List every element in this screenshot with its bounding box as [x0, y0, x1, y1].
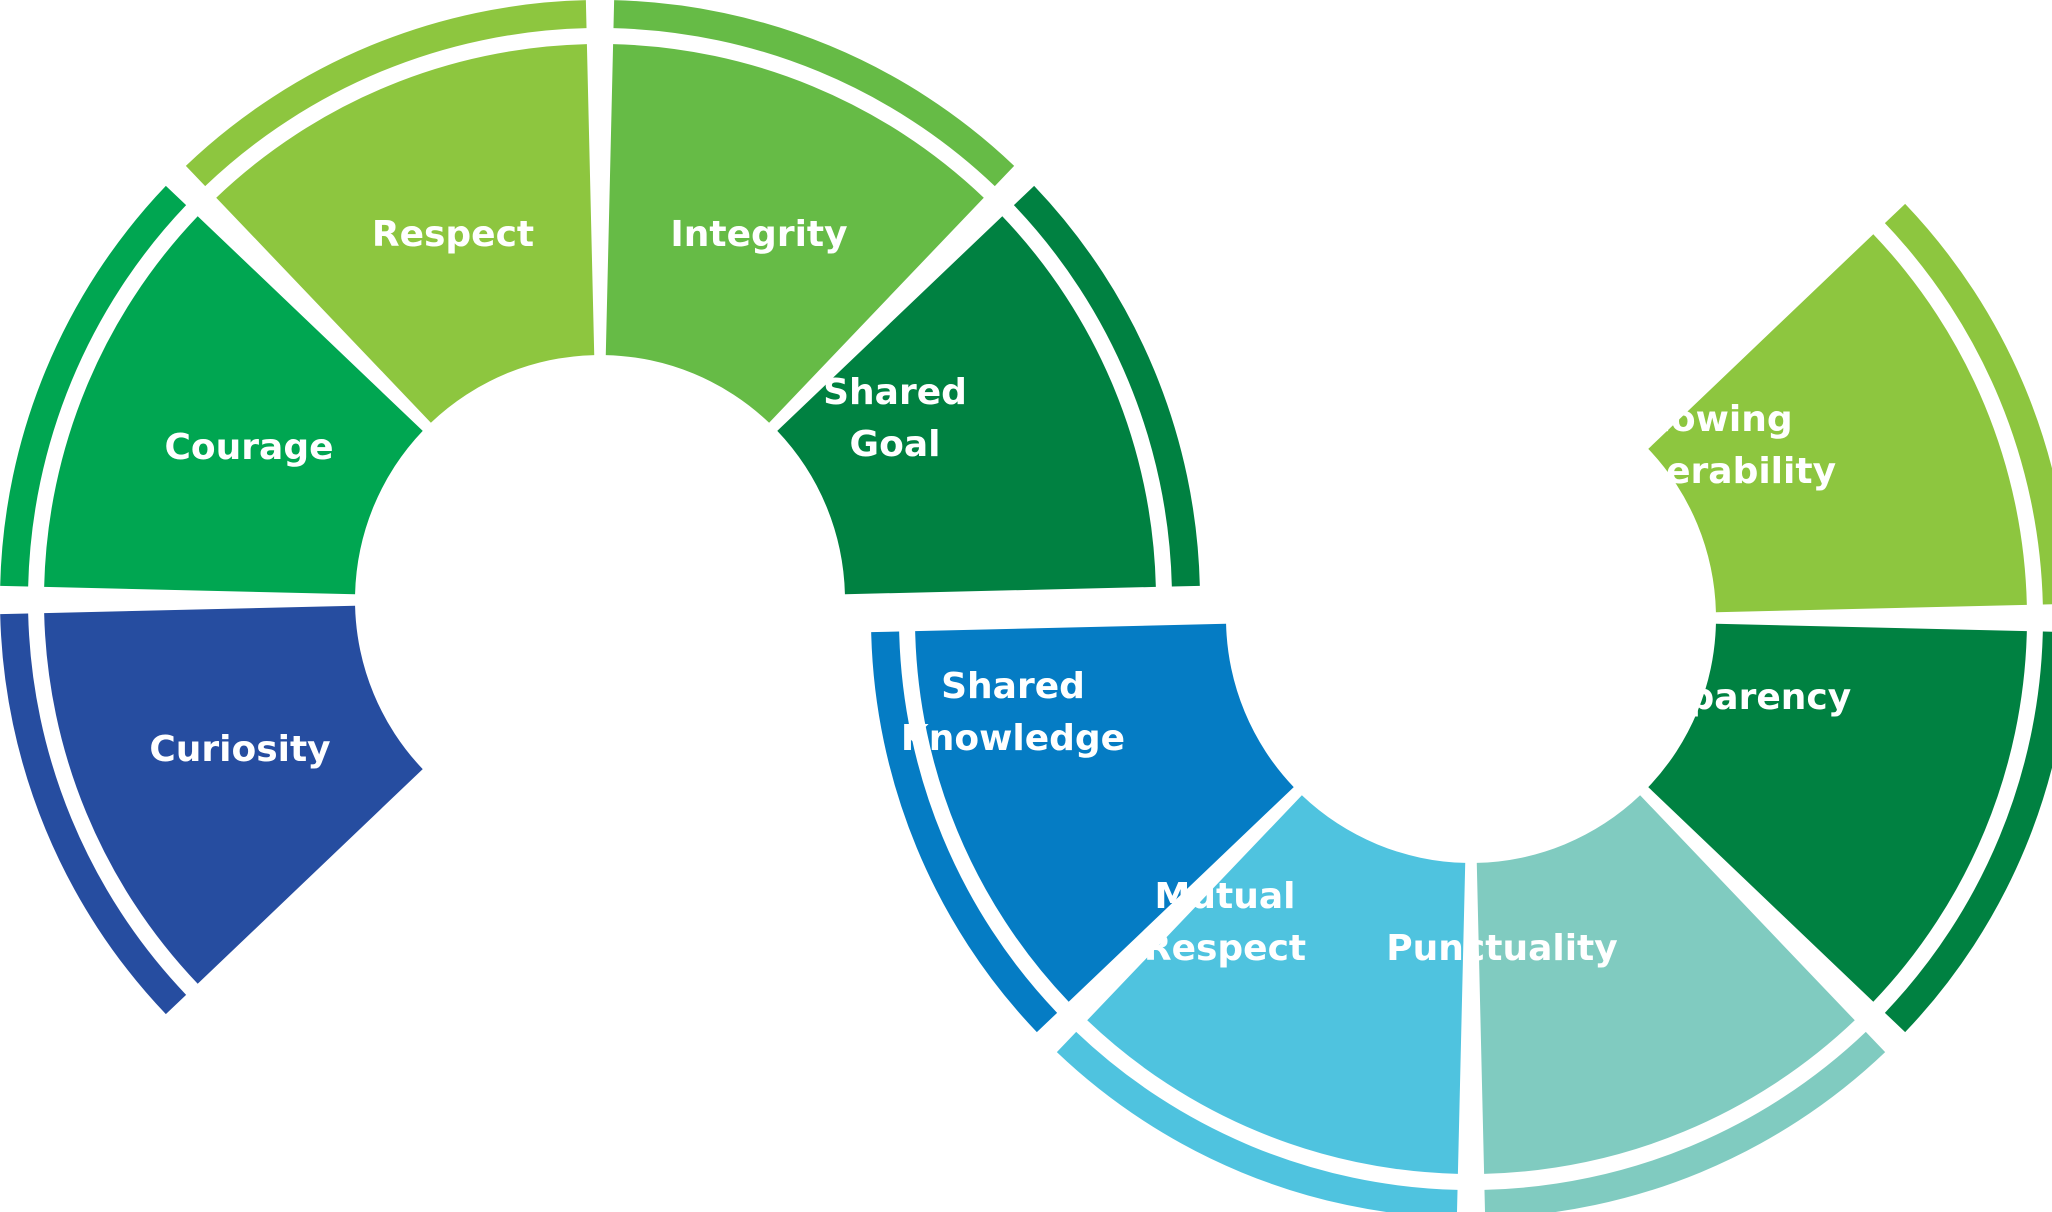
segment-fill-shared-knowledge	[915, 623, 1294, 1002]
segment-rim-transparency	[1884, 631, 2052, 1033]
segment-label-punctuality: Punctuality	[1386, 928, 1617, 969]
segment-fill-curiosity	[44, 605, 423, 984]
segment-rim-shared-goal	[1013, 185, 1200, 587]
segment-rim-shared-knowledge	[871, 631, 1058, 1033]
segment-label-line: Integrity	[670, 214, 847, 255]
segment-fill-transparency	[1648, 623, 2027, 1002]
segment-label-line: Curiosity	[149, 729, 330, 770]
segment-label-line: Mutual	[1155, 876, 1296, 917]
segment-label-line: Respect	[372, 214, 534, 255]
segment-label-courage: Courage	[164, 427, 333, 468]
segment-rim-mutual-respect	[1056, 1031, 1458, 1212]
segment-fill-integrity	[605, 44, 984, 423]
segment-rim-punctuality	[1484, 1031, 1886, 1212]
segment-label-line: Showing	[1619, 399, 1792, 440]
segment-label-line: Shared	[941, 666, 1085, 707]
segment-label-line: Punctuality	[1386, 928, 1617, 969]
segment-fill-respect	[216, 44, 595, 423]
segment-rim-courage	[0, 185, 187, 587]
segment-label-curiosity: Curiosity	[149, 729, 330, 770]
segment-label-respect: Respect	[372, 214, 534, 255]
segment-label-line: Transparency	[1579, 677, 1851, 718]
segment-fill-mutual-respect	[1087, 795, 1466, 1174]
segment-fill-showing-vulnerability	[1648, 234, 2027, 613]
segment-punctuality: Punctuality	[1386, 795, 1886, 1212]
segment-label-line: Goal	[850, 424, 941, 465]
segment-fill-punctuality	[1476, 795, 1855, 1174]
segment-fill-courage	[44, 216, 423, 595]
segment-rim-respect	[185, 0, 587, 187]
segment-integrity: Integrity	[605, 0, 1015, 423]
segment-rim-showing-vulnerability	[1884, 203, 2052, 605]
segment-curiosity: Curiosity	[0, 605, 423, 1015]
segment-respect: Respect	[185, 0, 595, 423]
segment-label-line: Shared	[823, 372, 967, 413]
segment-rim-integrity	[613, 0, 1015, 187]
segment-label-integrity: Integrity	[670, 214, 847, 255]
segment-courage: Courage	[0, 185, 423, 595]
segment-label-line: Respect	[1144, 928, 1306, 969]
segment-fill-shared-goal	[777, 216, 1156, 595]
segment-rim-curiosity	[0, 613, 187, 1015]
segment-label-line: Knowledge	[901, 718, 1125, 759]
segment-label-line: Courage	[164, 427, 333, 468]
segment-label-line: Vulnerability	[1576, 451, 1836, 492]
segment-transparency: Transparency	[1579, 623, 2052, 1033]
segment-label-transparency: Transparency	[1579, 677, 1851, 718]
